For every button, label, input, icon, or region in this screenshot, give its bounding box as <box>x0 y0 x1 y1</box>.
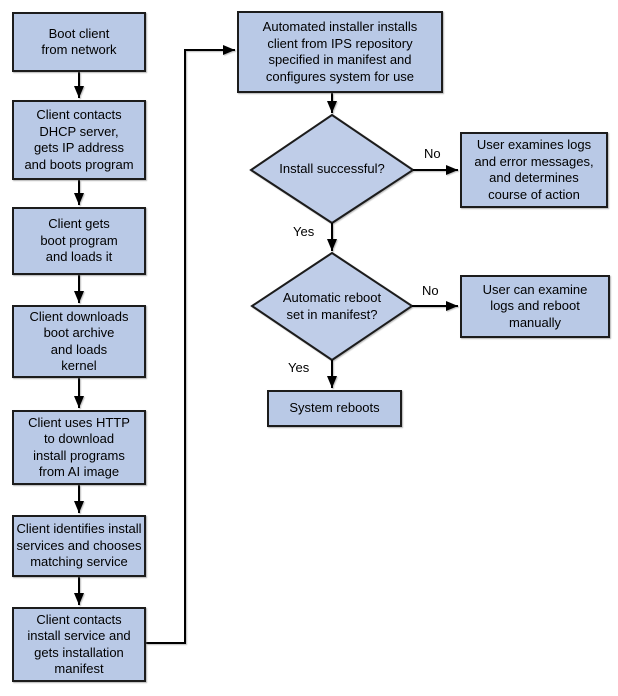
yes-label-reboot: Yes <box>288 360 310 375</box>
step-contact-install-service: Client contacts install service and gets… <box>12 607 146 682</box>
system-reboots-box-label: System reboots <box>289 400 380 416</box>
reboot-fail-box: User can examine logs and reboot manuall… <box>460 275 610 338</box>
installer-box-label: Automated installer installs client from… <box>262 19 418 84</box>
step-get-boot-program-label: Client gets boot program and loads it <box>40 216 118 265</box>
decision-install-successful-shape <box>249 113 415 225</box>
installer-box: Automated installer installs client from… <box>237 11 443 93</box>
system-reboots-box: System reboots <box>267 390 402 427</box>
step-download-boot-archive-label: Client downloads boot archive and loads … <box>29 308 129 374</box>
install-fail-box-label: User examines logs and error messages, a… <box>474 137 594 202</box>
step-identify-services: Client identifies install services and c… <box>12 515 146 577</box>
step-contact-install-service-label: Client contacts install service and gets… <box>27 611 131 677</box>
install-fail-box: User examines logs and error messages, a… <box>460 132 608 208</box>
step-get-boot-program: Client gets boot program and loads it <box>12 207 146 275</box>
step-dhcp-contact: Client contacts DHCP server, gets IP add… <box>12 100 146 180</box>
step-http-download-label: Client uses HTTP to download install pro… <box>28 414 130 480</box>
step-identify-services-label: Client identifies install services and c… <box>16 521 142 570</box>
no-label-install: No <box>424 146 441 161</box>
decision-automatic-reboot-shape <box>250 251 414 362</box>
step-boot-client: Boot client from network <box>12 12 146 72</box>
step-download-boot-archive: Client downloads boot archive and loads … <box>12 305 146 378</box>
yes-label-install: Yes <box>293 224 315 239</box>
connector-manifest-to-installer <box>146 45 235 644</box>
no-label-reboot: No <box>422 283 439 298</box>
step-boot-client-label: Boot client from network <box>41 25 117 58</box>
step-http-download: Client uses HTTP to download install pro… <box>12 410 146 485</box>
step-dhcp-contact-label: Client contacts DHCP server, gets IP add… <box>24 107 134 172</box>
reboot-fail-box-label: User can examine logs and reboot manuall… <box>482 281 588 330</box>
